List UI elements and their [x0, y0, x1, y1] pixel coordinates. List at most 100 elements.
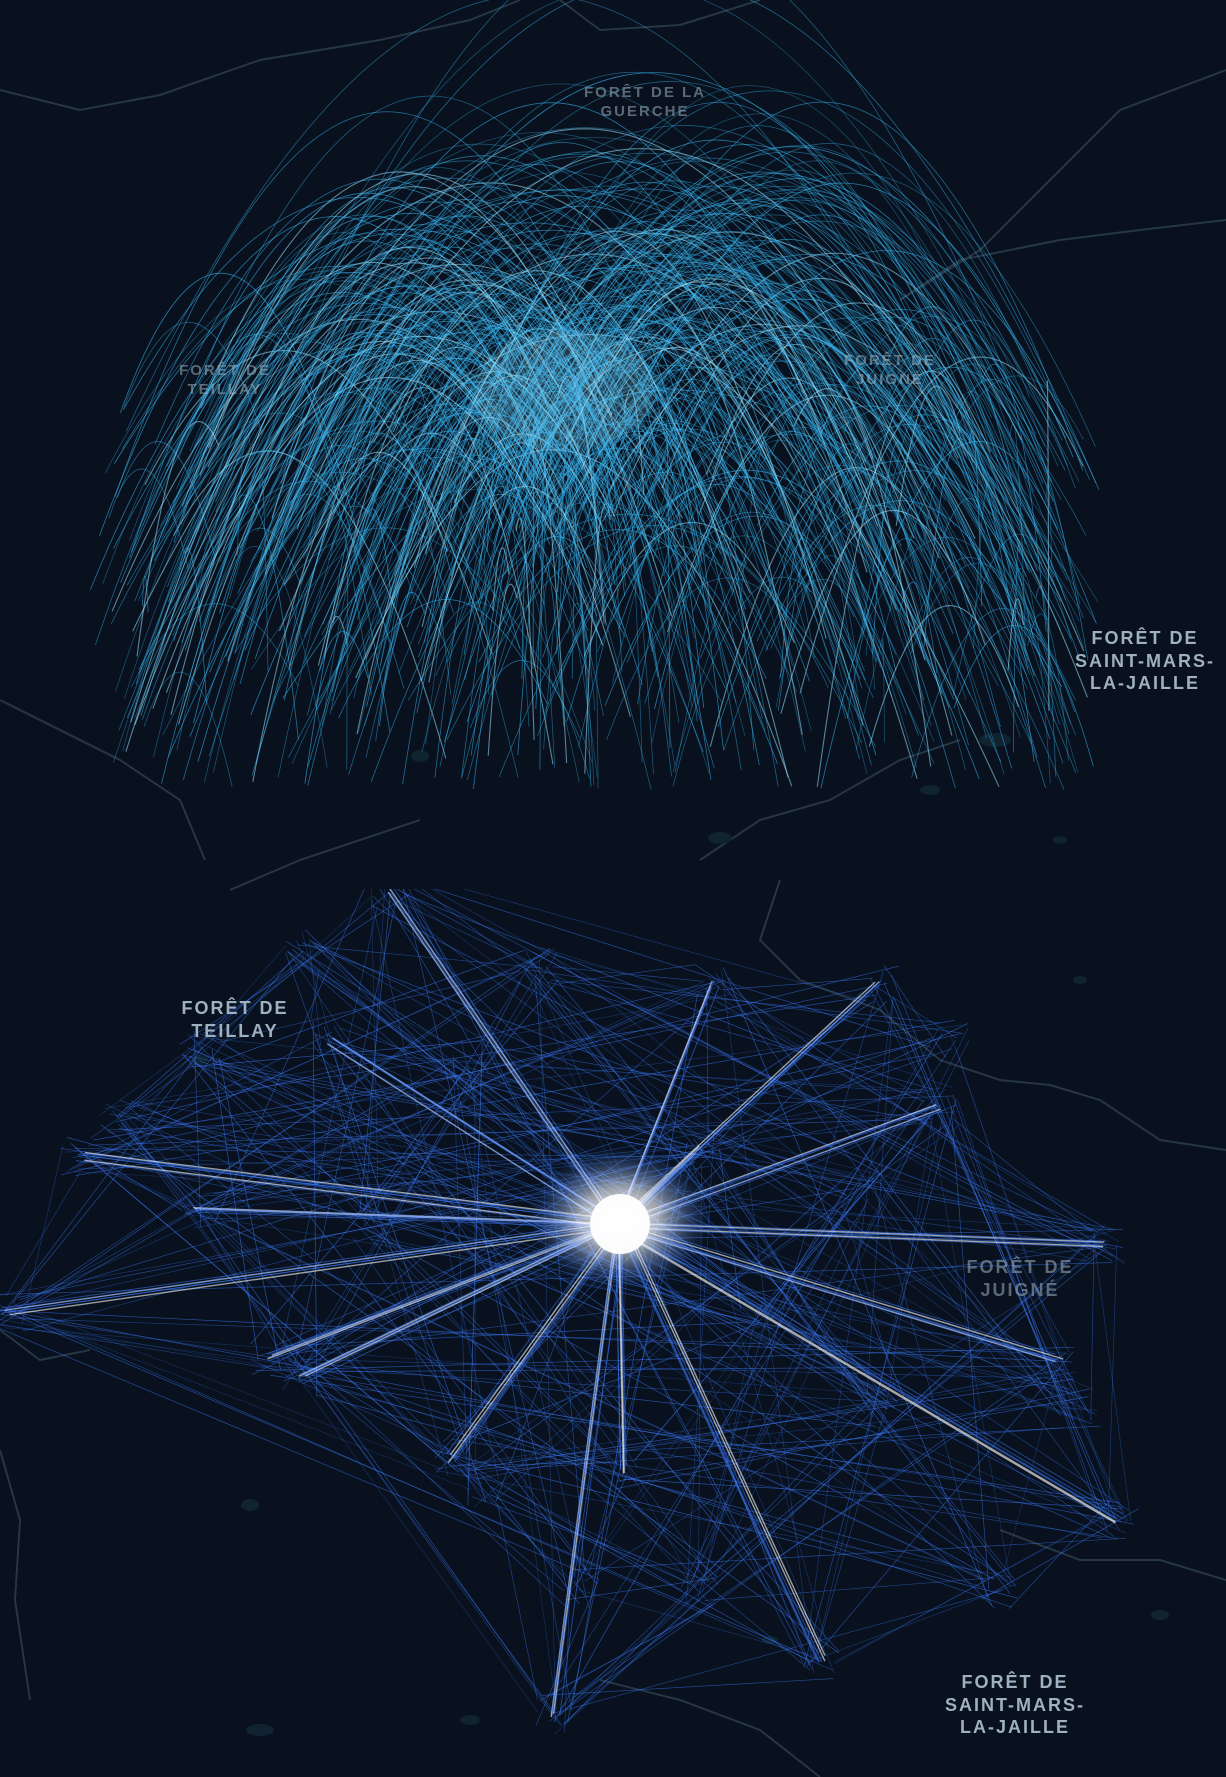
flow-arc — [770, 578, 881, 668]
route-line — [625, 1207, 1115, 1537]
route-line — [461, 1125, 959, 1471]
route-line — [285, 952, 465, 1456]
route-line — [364, 889, 385, 1227]
route-line — [251, 1359, 469, 1459]
route-line — [70, 1143, 460, 1473]
route-line — [589, 1207, 851, 1571]
boundary-line — [999, 1079, 1226, 1151]
route-line — [565, 1577, 715, 1601]
route-line — [291, 957, 1129, 1511]
route-line — [950, 1035, 1120, 1523]
route-line — [468, 1064, 557, 1710]
route-line — [701, 1002, 954, 1089]
route-line — [642, 1449, 1103, 1539]
route-line — [573, 1376, 1042, 1698]
flow-arc — [123, 322, 263, 434]
label-line: Teillay — [191, 1020, 279, 1041]
flow-arc — [709, 467, 940, 748]
route-line — [388, 900, 702, 1138]
flow-arc — [614, 235, 889, 562]
flow-arc — [487, 139, 977, 476]
route-line — [311, 1042, 719, 1586]
flow-arc — [348, 305, 839, 776]
route-line — [379, 889, 490, 1075]
flow-arc — [219, 331, 372, 696]
flow-arc — [306, 151, 887, 523]
route-line — [451, 1439, 1119, 1539]
route-flow-map-panel[interactable]: Forêt de Teillay Forêt de Juigné Forêt d… — [0, 889, 1226, 1777]
flow-arc — [1035, 586, 1057, 777]
route-line — [294, 903, 396, 1365]
flow-arc — [434, 485, 529, 778]
flow-arc — [302, 262, 1064, 589]
flow-arc — [380, 308, 604, 666]
route-spoke — [624, 1226, 826, 1662]
flow-arc — [583, 522, 795, 657]
flow-arc — [777, 362, 934, 596]
flow-arc — [392, 270, 789, 778]
flow-arc — [885, 358, 1035, 762]
flow-arc — [446, 525, 863, 744]
label-line: Forêt de — [961, 1672, 1069, 1692]
flow-arc — [508, 102, 1029, 670]
route-spoke — [79, 1152, 620, 1222]
flow-arc — [879, 306, 1026, 545]
flow-arc — [244, 188, 942, 651]
route-line — [211, 1062, 1094, 1231]
flow-arc — [307, 404, 577, 538]
flow-arc — [289, 240, 1001, 567]
flow-arc — [603, 462, 654, 775]
flow-arc — [167, 450, 405, 689]
route-line — [434, 1398, 896, 1470]
flow-arc — [617, 189, 1043, 574]
flow-arc — [910, 562, 1042, 654]
flow-arc — [172, 412, 379, 520]
flow-arc — [651, 439, 859, 743]
route-line — [568, 1303, 772, 1595]
label-line: Forêt de — [1091, 628, 1199, 648]
flow-arc — [255, 293, 613, 764]
route-line — [370, 889, 380, 1221]
label-line: Forêt de — [966, 1257, 1074, 1277]
flow-arc — [421, 230, 744, 628]
arc-flow-map-panel[interactable]: Forêt de la Guerche Forêt de Teillay For… — [0, 0, 1226, 888]
route-line — [115, 980, 720, 1123]
route-spoke — [0, 1222, 616, 1312]
route-line — [764, 1186, 856, 1312]
route-line — [407, 1153, 1093, 1425]
flow-arc — [446, 501, 766, 731]
route-line — [524, 966, 1016, 1587]
route-line — [371, 898, 499, 1480]
flow-arc — [551, 447, 693, 708]
flow-arc — [765, 500, 1050, 679]
flow-arc — [652, 535, 861, 720]
flow-arc — [280, 316, 803, 651]
route-line — [480, 1474, 580, 1604]
flow-arc — [609, 325, 1088, 698]
route-line — [433, 889, 932, 1048]
flow-arc — [386, 233, 804, 472]
water-body — [460, 1715, 480, 1725]
route-line — [950, 1106, 990, 1590]
flow-arc — [212, 527, 301, 608]
route-line — [861, 1196, 1079, 1402]
route-line — [807, 1000, 893, 1643]
route-line — [680, 1040, 970, 1588]
route-line — [282, 952, 558, 1391]
route-line — [116, 950, 304, 1118]
route-line — [552, 966, 703, 982]
flow-arc — [551, 469, 980, 780]
flow-arc — [254, 251, 1023, 600]
flow-arc — [104, 278, 528, 521]
flow-arc — [301, 505, 415, 599]
flow-arc — [314, 157, 1062, 553]
flow-arc — [95, 280, 520, 645]
flow-arc — [633, 382, 1064, 764]
route-line — [193, 1087, 942, 1229]
flow-arc — [466, 205, 964, 781]
route-line — [525, 950, 835, 1673]
flow-arc — [231, 354, 495, 530]
flow-arc — [629, 437, 718, 541]
